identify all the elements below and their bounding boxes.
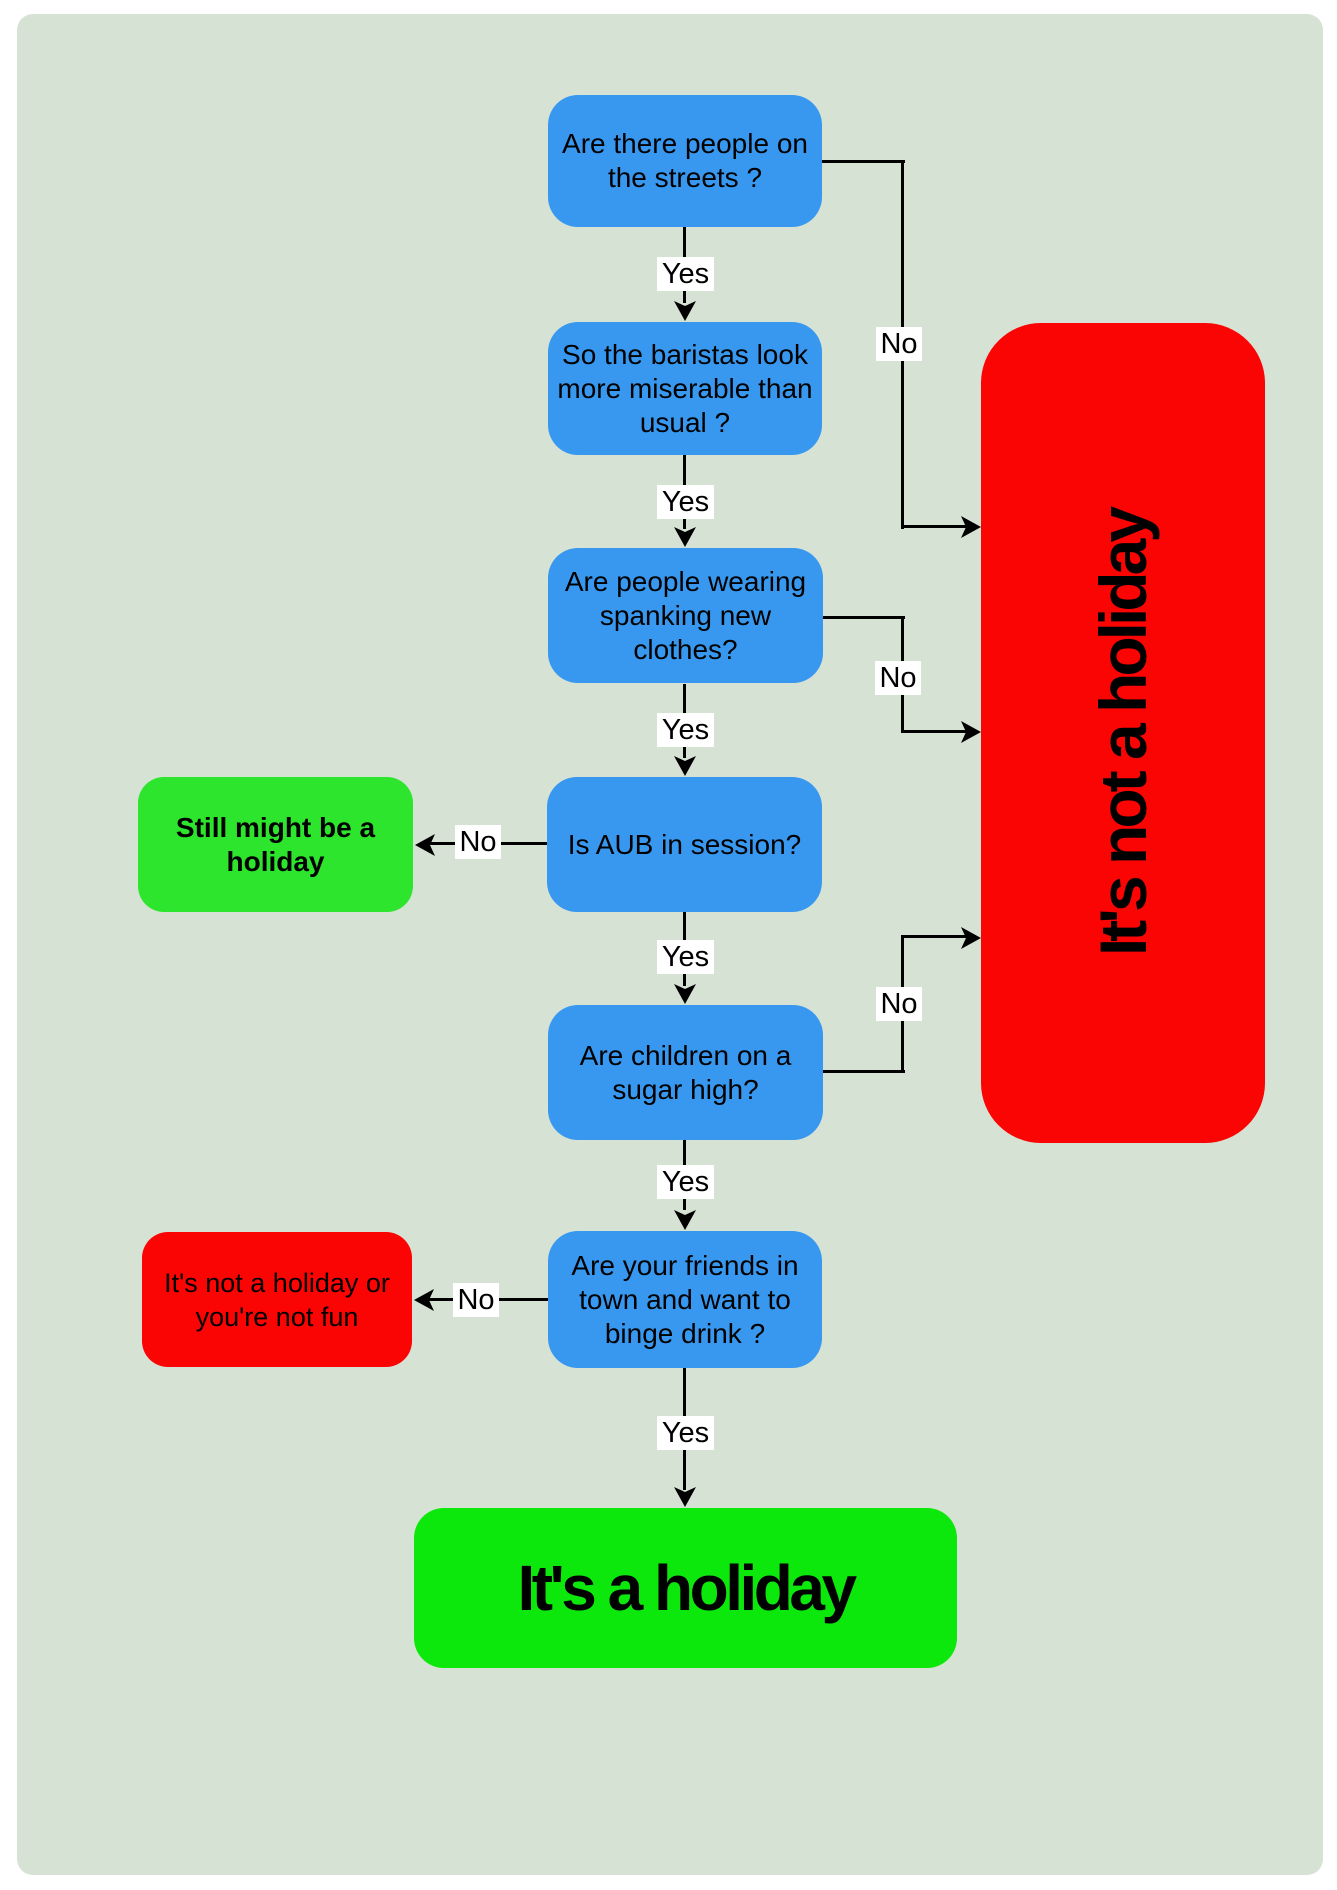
no-label-q5: No — [876, 987, 922, 1021]
yes-label-5: Yes — [657, 1165, 714, 1199]
arrowhead-yes-3 — [674, 756, 696, 776]
arrowhead-yes-6 — [674, 1487, 696, 1507]
connector-no-q5-a — [822, 1070, 905, 1073]
arrowhead-no-q4 — [415, 834, 435, 856]
yes-label-4: Yes — [657, 940, 714, 974]
outcome-box-not-a-holiday: It's not a holiday — [981, 323, 1265, 1143]
connector-no-q5-c — [901, 935, 968, 938]
question-box-1: Are there people on the streets ? — [548, 95, 822, 227]
question-box-6: Are your friends in town and want to bin… — [548, 1231, 822, 1368]
no-label-q3: No — [875, 661, 921, 695]
question-box-4: Is AUB in session? — [547, 777, 822, 912]
question-box-2: So the baristas look more miserable than… — [548, 322, 822, 455]
yes-label-2: Yes — [657, 485, 714, 519]
outcome-box-not-a-holiday-text: It's not a holiday — [1086, 509, 1161, 957]
connector-no-q1-c — [901, 525, 968, 528]
arrowhead-no-q3 — [961, 721, 981, 743]
no-label-q4: No — [455, 825, 501, 859]
arrowhead-no-q5 — [961, 927, 981, 949]
arrowhead-no-q1 — [961, 516, 981, 538]
yes-label-3: Yes — [657, 713, 714, 747]
flowchart-canvas: Are there people on the streets ? So the… — [17, 14, 1323, 1875]
connector-no-q3-c — [901, 730, 968, 733]
arrowhead-yes-1 — [674, 301, 696, 321]
outcome-box-still-might-be-holiday: Still might be a holiday — [138, 777, 413, 912]
yes-label-6: Yes — [657, 1416, 714, 1450]
connector-no-q3-a — [822, 616, 905, 619]
arrowhead-yes-5 — [674, 1210, 696, 1230]
outcome-box-not-holiday-or-not-fun: It's not a holiday or you're not fun — [142, 1232, 412, 1367]
arrowhead-yes-4 — [674, 984, 696, 1004]
yes-label-1: Yes — [657, 257, 714, 291]
arrowhead-yes-2 — [674, 527, 696, 547]
outcome-box-its-a-holiday: It's a holiday — [414, 1508, 957, 1668]
connector-no-q1-a — [822, 160, 905, 163]
question-box-3: Are people wearing spanking new clothes? — [548, 548, 823, 683]
arrowhead-no-q6 — [414, 1289, 434, 1311]
no-label-q1: No — [876, 327, 922, 361]
no-label-q6: No — [453, 1283, 499, 1317]
question-box-5: Are children on a sugar high? — [548, 1005, 823, 1140]
